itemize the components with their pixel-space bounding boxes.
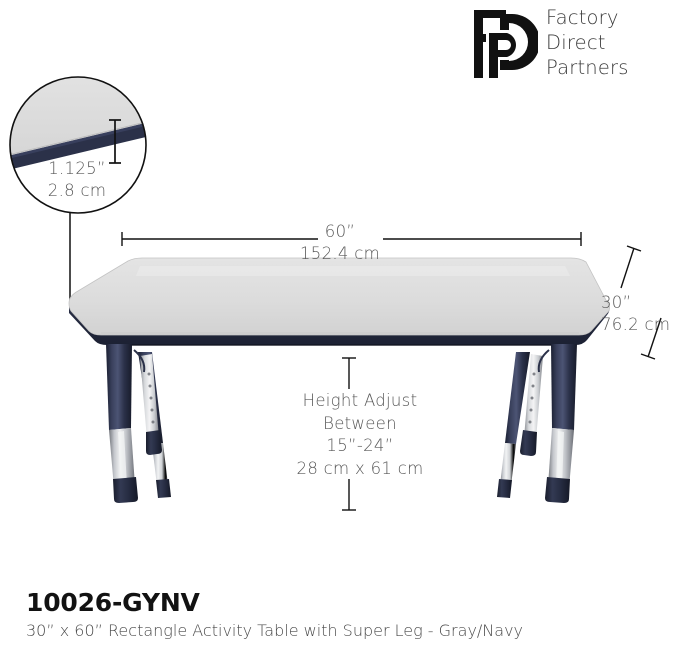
- height-adjust-line-4: 28 cm x 61 cm: [296, 458, 424, 478]
- edge-thickness-label: 1.125” 2.8 cm: [22, 158, 132, 202]
- width-metric: 152.4 cm: [299, 244, 381, 263]
- activity-table: [68, 257, 610, 503]
- brand-name-line-1: Factory: [546, 6, 619, 29]
- brand-logo: Factory Direct Partners: [472, 6, 672, 86]
- table-leg-front-right: [520, 344, 577, 503]
- height-dimension-line: [342, 357, 356, 511]
- callout-thickness-marker: [109, 119, 121, 164]
- edge-thickness-inches: 1.125”: [48, 159, 106, 178]
- height-adjust-line-2: Between: [323, 413, 397, 433]
- width-dimension-line: [121, 232, 582, 246]
- product-caption: 10026-GYNV 30” x 60” Rectangle Activity …: [26, 588, 646, 642]
- depth-metric: 76.2 cm: [601, 315, 671, 334]
- callout-circle: [9, 76, 147, 214]
- depth-dimension-line: [620, 245, 662, 360]
- edge-thickness-metric: 2.8 cm: [47, 181, 107, 200]
- product-description: 30” x 60” Rectangle Activity Table with …: [26, 621, 524, 640]
- depth-inches: 30”: [601, 293, 632, 312]
- width-label: 60” 152.4 cm: [250, 221, 430, 265]
- table-leg-front-left: [106, 344, 162, 503]
- height-adjust-label: Height Adjust Between 15”-24” 28 cm x 61…: [265, 390, 455, 480]
- brand-wordmark: Factory Direct Partners: [546, 5, 676, 80]
- brand-name-line-3: Partners: [546, 56, 629, 79]
- height-adjust-line-3: 15”-24”: [326, 436, 394, 455]
- depth-label: 30” 76.2 cm: [601, 292, 679, 336]
- table-leg-rear-right: [497, 352, 530, 498]
- tabletop-surface: [68, 257, 610, 336]
- width-inches: 60”: [324, 222, 356, 241]
- fp-monogram-icon: [474, 10, 538, 78]
- height-adjust-line-1: Height Adjust: [302, 391, 418, 410]
- product-sku: 10026-GYNV: [26, 588, 200, 617]
- brand-name-line-2: Direct: [546, 31, 606, 54]
